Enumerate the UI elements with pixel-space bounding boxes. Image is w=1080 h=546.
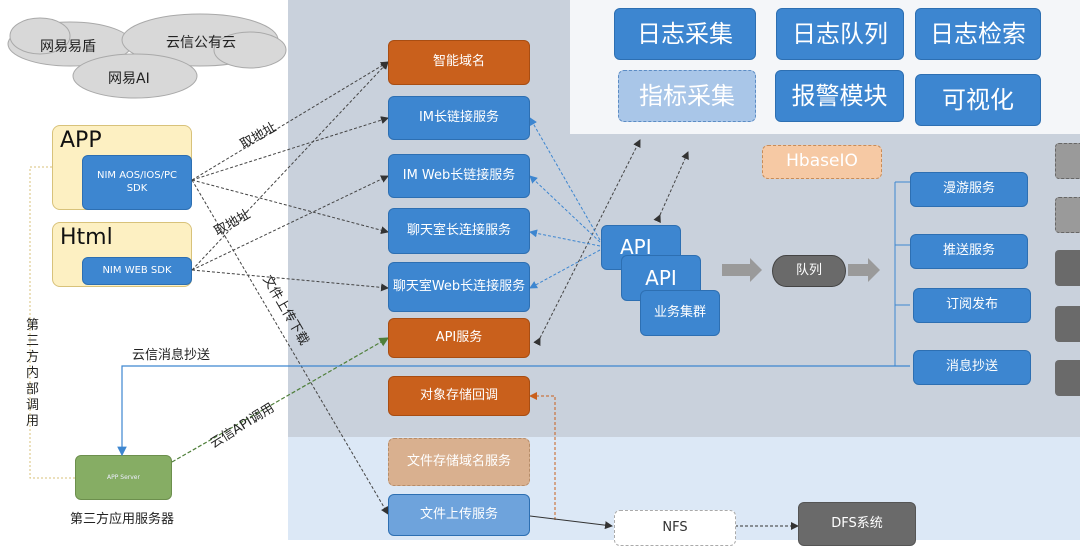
im-long-link-box: IM长链接服务 [388,96,530,140]
log-search-box: 日志检索 [915,8,1041,60]
edge-box-2 [1055,197,1080,233]
im-long-link-label: IM长链接服务 [418,109,500,125]
oss-callback-box: 对象存储回调 [388,376,530,416]
app-sdk-box: NIM AOS/IOS/PC SDK [82,155,192,210]
nfs-box: NFS [614,510,736,546]
nfs-label: NFS [662,519,688,535]
oss-callback-label: 对象存储回调 [419,387,498,403]
dfs-box: DFS系统 [798,502,916,546]
queue-label: 队列 [795,262,822,278]
cloud-label-yidun: 网易易盾 [40,39,96,55]
file-storage-dns-box: 文件存储域名服务 [388,438,530,486]
api-box-2-label: API [645,265,677,290]
alarm-module-box: 报警模块 [775,70,904,122]
cloud-label-public-cloud: 云信公有云 [166,35,236,51]
log-search-label: 日志检索 [930,20,1026,48]
smart-dns-box: 智能域名 [388,40,530,85]
html-title: Html [60,225,113,250]
biz-cluster-label: 业务集群 [653,304,706,320]
log-queue-label: 日志队列 [792,20,888,48]
edge-box-3 [1055,250,1080,286]
metric-collect-label: 指标采集 [639,82,735,110]
hbase-io-box: HbaseIO [762,145,882,179]
push-service-label: 推送服务 [942,243,995,259]
third-party-server-label: 第三方应用服务器 [70,512,175,527]
file-upload-box: 文件上传服务 [388,494,530,536]
chatroom-long-link-label: 聊天室长连接服务 [406,222,511,238]
chatroom-web-long-link-label: 聊天室Web长连接服务 [392,278,526,294]
visualization-box: 可视化 [915,74,1041,126]
edge-box-5 [1055,360,1080,396]
app-title: APP [60,128,102,153]
metric-collect-box: 指标采集 [618,70,756,122]
message-copy-label: 消息抄送 [945,359,998,375]
visualization-label: 可视化 [942,86,1014,114]
edge-box-4 [1055,306,1080,342]
im-web-long-link-box: IM Web长链接服务 [388,154,530,198]
push-service-box: 推送服务 [910,234,1028,269]
dfs-label: DFS系统 [831,515,883,531]
file-upload-label: 文件上传服务 [419,506,498,522]
internal-call-label: 第三方内部调用 [26,318,40,429]
file-storage-dns-label: 文件存储域名服务 [406,453,511,469]
roaming-service-label: 漫游服务 [942,181,995,197]
smart-dns-label: 智能域名 [432,54,485,70]
msg-copy-label: 云信消息抄送 [132,348,211,363]
html-sdk-label: NIM WEB SDK [102,264,172,276]
queue-box: 队列 [772,255,846,287]
im-web-long-link-label: IM Web长链接服务 [402,167,516,183]
hbase-io-label: HbaseIO [786,151,858,172]
app-server-label: APP Server [107,473,140,481]
app-sdk-label: NIM AOS/IOS/PC SDK [96,170,178,194]
html-sdk-box: NIM WEB SDK [82,257,192,285]
log-collect-label: 日志采集 [637,20,733,48]
cloud-shape [7,13,287,99]
chatroom-web-long-link-box: 聊天室Web长连接服务 [388,262,530,312]
pub-sub-label: 订阅发布 [945,297,998,313]
chatroom-long-link-box: 聊天室长连接服务 [388,208,530,254]
api-service-box: API服务 [388,318,530,358]
biz-cluster-box: 业务集群 [640,290,720,336]
log-queue-box: 日志队列 [776,8,904,60]
log-collect-box: 日志采集 [614,8,756,60]
api-service-label: API服务 [435,329,483,345]
cloud-label-ai: 网易AI [108,71,150,87]
edge-box-1 [1055,143,1080,179]
alarm-module-label: 报警模块 [791,82,888,110]
pub-sub-box: 订阅发布 [913,288,1031,323]
message-copy-box: 消息抄送 [913,350,1031,385]
roaming-service-box: 漫游服务 [910,172,1028,207]
